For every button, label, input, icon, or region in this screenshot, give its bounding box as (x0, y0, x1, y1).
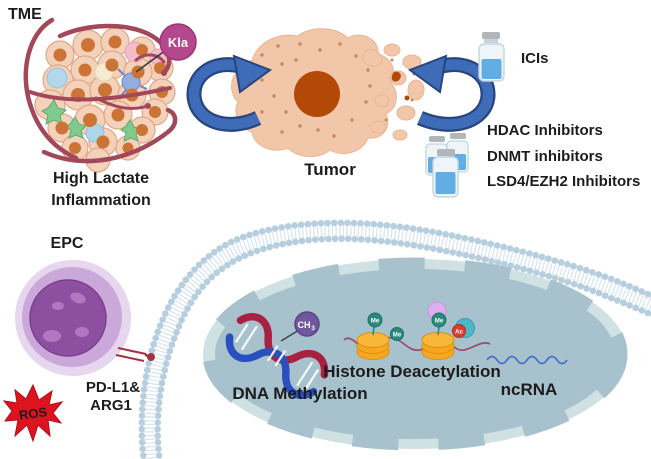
epc-cell-icon (15, 260, 131, 376)
lsd-ezh2-inhibitors-label: LSD4/EZH2 Inhibitors (487, 173, 640, 190)
histone-deacetylation-icon: Me Me Me Ac (343, 301, 491, 360)
ch3-sub-label: 3 (311, 325, 315, 332)
immune-cell-icon (46, 67, 68, 89)
ros-label: ROS (18, 404, 48, 423)
me-badge: Me (431, 312, 447, 328)
ch3-label: CH (298, 320, 311, 330)
cycle-arrow-left-icon (186, 54, 273, 132)
histone-icon (356, 332, 390, 360)
ros-starburst-icon: ROS (2, 383, 64, 443)
tumor-illustration (231, 28, 425, 157)
pdl1-arg1-receptor-icon (115, 347, 155, 362)
pdl1-label: PD-L1& (86, 379, 140, 396)
me-label: Me (393, 333, 402, 339)
tumor-label: Tumor (304, 160, 356, 179)
me-label: Me (435, 319, 444, 325)
dna-helix-icon (225, 313, 329, 399)
kla-label: Kla (168, 35, 189, 50)
inhibitor-vials-icon (425, 133, 469, 198)
histone-deacetylation-label: Histone Deacetylation (323, 362, 501, 381)
dna-methylation-label: DNA Methylation (232, 384, 367, 403)
cycle-arrow-right-icon (407, 54, 496, 132)
kla-badge: Kla (135, 23, 197, 73)
hdac-inhibitors-label: HDAC Inhibitors (487, 122, 603, 139)
me-label: Me (371, 319, 380, 325)
ac-label: Ac (455, 330, 463, 336)
arg1-label: ARG1 (90, 397, 132, 414)
ncrna-label: ncRNA (501, 380, 558, 399)
green-immune-cell-icon (41, 99, 142, 142)
high-lactate-label-1: High Lactate (53, 170, 149, 187)
tme-cell-cluster (23, 17, 178, 173)
ac-badge: Ac (452, 324, 466, 338)
tme-label: TME (8, 6, 42, 23)
histone-icon (421, 332, 455, 360)
nucleus (202, 257, 628, 451)
me-badge: Me (367, 312, 383, 328)
ncrna-squiggle-icon (486, 355, 568, 365)
tumor-core-icon (294, 71, 340, 117)
epc-label: EPC (51, 235, 84, 252)
cell-membrane-icon (138, 219, 651, 459)
icis-vial-icon (478, 32, 505, 82)
icis-label: ICIs (521, 50, 549, 67)
ch3-badge: CH 3 (294, 311, 320, 337)
blood-vessel-icon (23, 17, 178, 164)
tumor-satellite-icon (361, 43, 425, 141)
high-lactate-label-2: Inflammation (51, 192, 151, 209)
me-badge: Me (390, 327, 404, 341)
dnmt-inhibitors-label: DNMT inhibitors (487, 148, 603, 165)
